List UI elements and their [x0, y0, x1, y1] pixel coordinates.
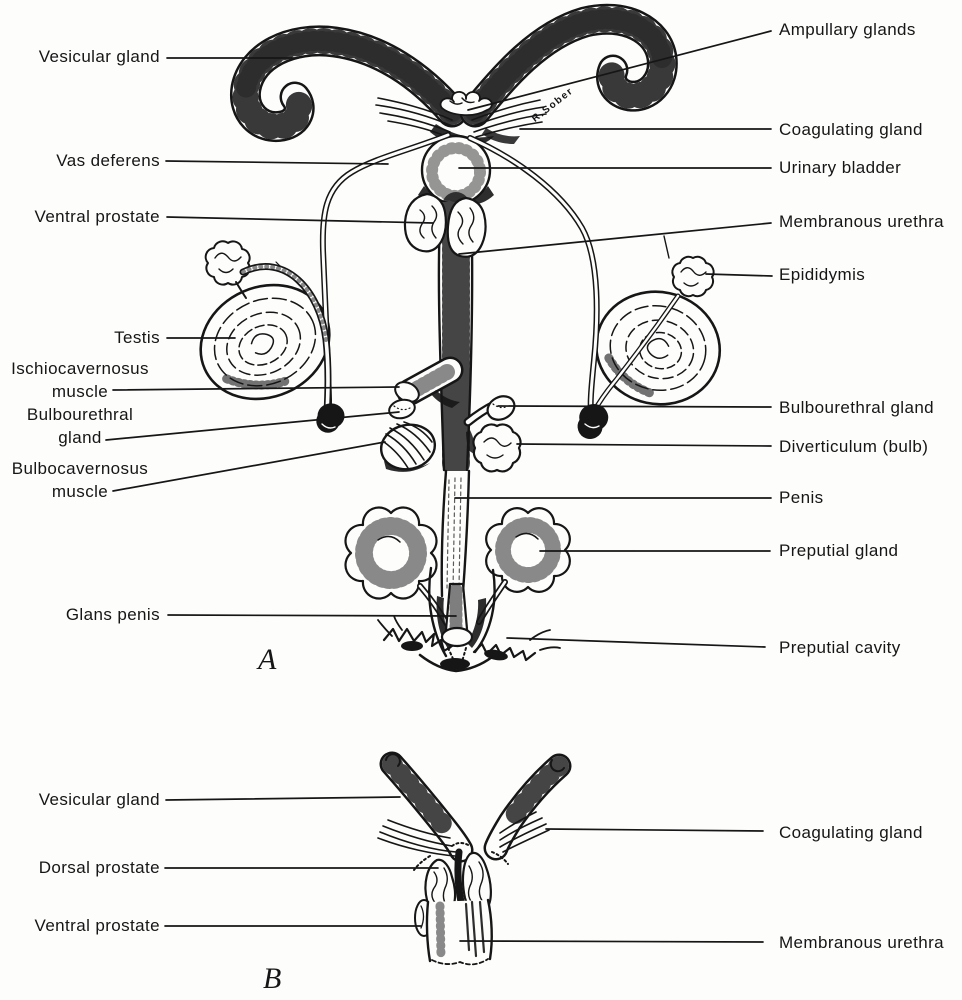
- label-glans-penis: Glans penis: [65, 605, 160, 624]
- membranous-urethra-b-drawing: [425, 898, 493, 966]
- label-coagulating-gland-b: Coagulating gland: [779, 823, 923, 842]
- leader-bulbourethral-gland-right: [497, 405, 772, 408]
- preputial-gland-left-drawing: [344, 506, 450, 627]
- leader-vas-deferens: [165, 160, 389, 165]
- bulbocavernosus-muscle-drawing: [379, 421, 437, 472]
- label-epididymis: Epididymis: [779, 265, 866, 284]
- label-testis: Testis: [114, 328, 160, 347]
- leader-membranous-urethra-b: [459, 940, 764, 943]
- leader-diverticulum-bulb: [516, 443, 772, 447]
- leader-bulbourethral-gland-left: [105, 411, 400, 441]
- panel-letter-b: B: [263, 962, 282, 995]
- testis-right-drawing: [594, 290, 722, 406]
- label-dorsal-prostate-b: Dorsal prostate: [38, 858, 160, 877]
- leader-epididymis: [705, 273, 773, 277]
- label-urinary-bladder: Urinary bladder: [779, 158, 902, 177]
- diverticulum-bulb-drawing: [466, 423, 522, 473]
- leader-lines: [105, 30, 773, 943]
- leader-ischiocavernosus-muscle: [112, 386, 400, 391]
- penis-drawing: [440, 469, 471, 598]
- label-membranous-urethra-b: Membranous urethra: [779, 933, 944, 952]
- label-ampullary-glands: Ampullary glands: [779, 20, 916, 39]
- leader-preputial-cavity: [506, 637, 766, 648]
- leader-ventral-prostate-a: [166, 216, 434, 224]
- label-ventral-prostate-b: Ventral prostate: [34, 916, 160, 935]
- label-coagulating-gland-a: Coagulating gland: [779, 120, 923, 139]
- label-bulbourethral-gland-right: Bulbourethral gland: [779, 398, 935, 417]
- label-preputial-gland: Preputial gland: [779, 541, 899, 560]
- leader-glans-penis: [167, 614, 457, 617]
- leader-bulbocavernosus-muscle: [112, 441, 386, 492]
- coagulating-glands-b-drawing: [377, 811, 550, 857]
- panel-letter-a: A: [258, 643, 277, 676]
- leader-ampullary-glands: [467, 30, 772, 111]
- leader-coagulating-gland-b: [545, 828, 764, 832]
- label-membranous-urethra-a: Membranous urethra: [779, 212, 944, 231]
- ventral-prostate-drawing: [403, 192, 487, 258]
- leader-membranous-urethra-a: [458, 222, 772, 255]
- prepuce-glans-drawing: [428, 566, 496, 671]
- vas-deferens-drawing: [239, 132, 681, 439]
- label-penis: Penis: [779, 488, 824, 507]
- label-vesicular-gland-a: Vesicular gland: [38, 47, 160, 66]
- label-diverticulum-bulb: Diverticulum (bulb): [779, 437, 929, 456]
- label-vas-deferens: Vas deferens: [56, 151, 160, 170]
- ischiocavernosus-muscle-drawing: [394, 356, 464, 408]
- bulbourethral-gland-right-drawing: [463, 395, 516, 427]
- label-ventral-prostate-a: Ventral prostate: [34, 207, 160, 226]
- panel-b-drawing: [377, 751, 572, 966]
- label-vesicular-gland-b: Vesicular gland: [38, 790, 160, 809]
- label-preputial-cavity: Preputial cavity: [779, 638, 901, 657]
- ampullary-glands-drawing: [439, 91, 493, 117]
- preputial-fur-drawing: [377, 615, 561, 673]
- epididymis-right-drawing: [663, 235, 715, 298]
- vesicular-glands-drawing: [229, 3, 678, 142]
- preputial-gland-right-drawing: [476, 507, 571, 625]
- leader-vesicular-gland-b: [165, 796, 401, 801]
- epididymis-left-drawing: [204, 240, 309, 299]
